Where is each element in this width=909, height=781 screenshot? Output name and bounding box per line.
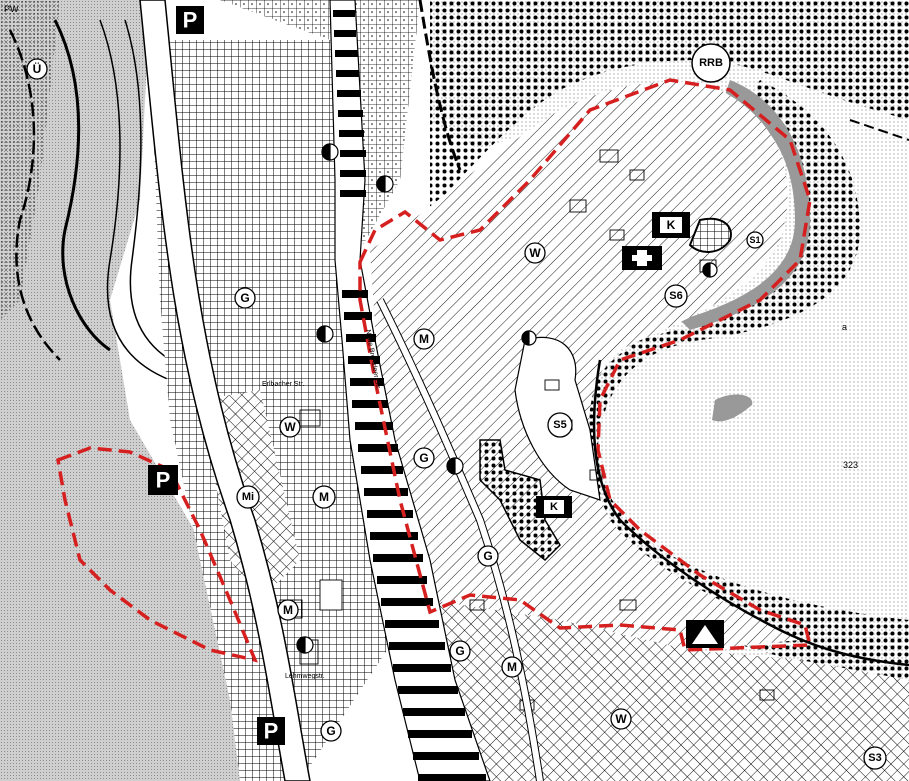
street-label: Erlbacher Str.: [262, 381, 304, 388]
open-land-east: [430, 0, 909, 781]
svg-text:W: W: [284, 420, 296, 434]
street-label: Lehmwegstr.: [285, 673, 325, 680]
zone-label-g: G: [477, 545, 499, 567]
hospital-cross-icon: [622, 246, 662, 270]
road-curve-west: [99, 19, 171, 381]
svg-text:S6: S6: [669, 290, 682, 302]
zone-label-g: G: [234, 287, 256, 309]
svg-text:W: W: [529, 246, 541, 260]
zone-label-s5: S5: [547, 412, 573, 438]
svg-text:M: M: [507, 660, 517, 674]
dotted-band-east: [577, 80, 909, 680]
contour-north: [418, 0, 462, 171]
facility-markers: [296, 143, 718, 654]
zone-label-s3: S3: [863, 746, 887, 770]
svg-text:G: G: [455, 644, 464, 658]
zone-label-g: G: [320, 720, 342, 742]
svg-text:G: G: [419, 451, 428, 465]
svg-text:Mi: Mi: [242, 491, 254, 503]
main-road: [139, 0, 311, 781]
grey-river-east: [680, 80, 810, 330]
forest-area-west: [0, 0, 260, 781]
zone-label-s6: S6: [664, 284, 688, 308]
zone-label-w: W: [610, 708, 632, 730]
river-right-bank: [53, 19, 111, 352]
zone-label-w: W: [524, 242, 546, 264]
corner-label: PW: [4, 4, 19, 14]
contour-east: [592, 359, 909, 667]
side-road-east-fill: [377, 298, 543, 781]
river-left-bank: [8, 29, 61, 361]
contour-far-east: [849, 119, 909, 141]
svg-text:K: K: [667, 218, 676, 232]
svg-text:W: W: [615, 712, 627, 726]
zone-label-mi: Mi: [236, 485, 260, 509]
parking-icon: P: [148, 465, 178, 495]
svg-text:G: G: [240, 291, 249, 305]
svg-text:P: P: [183, 8, 198, 33]
svg-text:G: G: [483, 549, 492, 563]
svg-text:M: M: [419, 332, 429, 346]
zone-label-m: M: [277, 599, 299, 621]
svg-text:G: G: [326, 724, 335, 738]
grey-pond: [712, 394, 753, 422]
dark-patch-church: [688, 217, 732, 253]
dark-path-center: [479, 439, 561, 562]
zone-label-w: W: [279, 416, 301, 438]
zone-label-m: M: [501, 656, 523, 678]
zone-label-g: G: [413, 447, 435, 469]
campsite-triangle-icon: [686, 620, 724, 648]
zone-label-m: M: [312, 485, 336, 509]
svg-text:M: M: [283, 603, 293, 617]
dotted-area-west: [0, 0, 60, 320]
svg-text:M: M: [319, 490, 329, 504]
svg-text:S5: S5: [553, 419, 566, 431]
zebra-stripes: [333, 10, 486, 781]
plan-boundary-west: [56, 446, 258, 663]
zone-label-rrb: RRB: [691, 43, 731, 83]
zone-label-ueberschwemmung: Ü: [26, 58, 48, 80]
dotted-band-north: [430, 0, 909, 210]
svg-text:K: K: [550, 501, 558, 513]
church-icon: K: [536, 496, 572, 518]
svg-text:RRB: RRB: [699, 57, 723, 69]
small-label: a: [842, 322, 847, 332]
zone-label-m: M: [413, 328, 435, 350]
zone-label-s1: S1: [746, 231, 764, 249]
parking-icon: P: [176, 6, 204, 34]
plan-boundary-main: [358, 78, 813, 652]
svg-text:S1: S1: [749, 235, 760, 245]
svg-text:P: P: [156, 468, 171, 493]
church-icon: K: [652, 212, 690, 238]
svg-text:P: P: [264, 719, 279, 744]
road-curve-west-2: [124, 19, 191, 371]
svg-text:S3: S3: [868, 752, 881, 764]
grid-area-north: [220, 0, 420, 250]
parking-icon: P: [257, 717, 285, 745]
zone-label-g: G: [449, 640, 471, 662]
elevation-label: 323: [843, 460, 858, 470]
svg-text:Ü: Ü: [33, 61, 42, 76]
